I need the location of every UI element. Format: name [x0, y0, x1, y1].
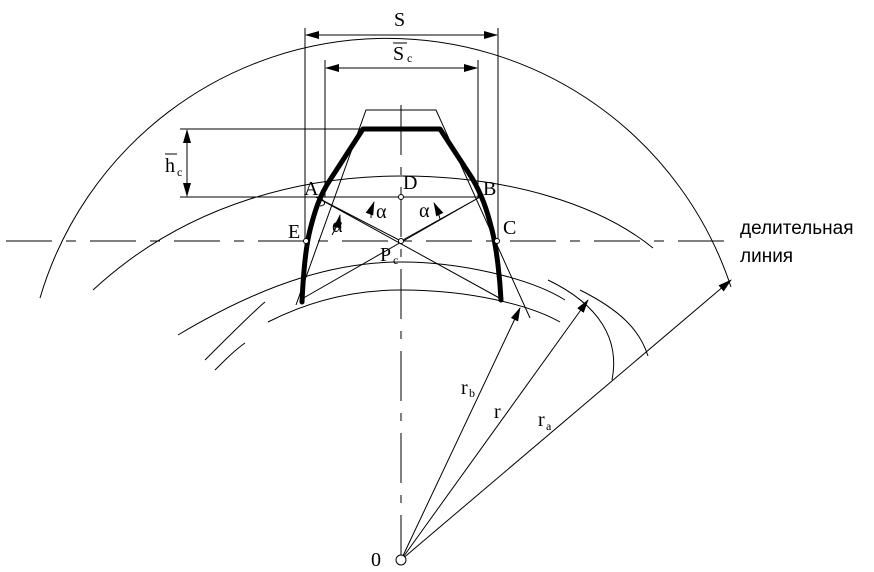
rack-profile-trapezoid — [295, 109, 531, 319]
tooth-profile[interactable] — [299, 126, 504, 305]
root-circle-arc-right — [547, 279, 615, 381]
label-r: r — [494, 401, 501, 423]
point-E — [303, 238, 309, 244]
label-Pc: P c — [380, 244, 398, 267]
label-alpha-3: α — [419, 200, 430, 222]
label-rb-sub: b — [469, 386, 475, 400]
line-B-to-root — [299, 196, 481, 301]
label-rb-main: r — [461, 377, 468, 399]
label-origin: 0 — [371, 549, 381, 571]
label-C: C — [503, 217, 516, 239]
angle-arc-alpha-1 — [331, 214, 342, 236]
angle-arc-alpha-2 — [365, 201, 375, 219]
label-Sc-sub: c — [407, 51, 412, 65]
point-D — [398, 194, 404, 200]
label-pitch-line-1: делительная — [740, 218, 853, 239]
label-B: B — [483, 178, 496, 200]
label-hc: h c — [165, 153, 182, 179]
angle-arc-A — [319, 198, 326, 207]
label-D: D — [403, 172, 417, 194]
radius-ra — [400, 279, 732, 561]
label-S: S — [394, 9, 405, 31]
label-pitch-line-2: линия — [740, 246, 793, 267]
root-circle-arc-left — [204, 301, 266, 361]
base-circle-arc-inner — [177, 261, 566, 336]
label-Pc-main: P — [380, 244, 391, 266]
radius-rb — [400, 307, 521, 561]
label-hc-main: h — [165, 155, 175, 177]
label-ra-main: r — [538, 409, 545, 431]
label-alpha-1: α — [332, 215, 343, 237]
root-circle-arc-left2 — [214, 342, 246, 371]
label-alpha-2: α — [376, 201, 387, 223]
label-ra: r a — [538, 409, 552, 433]
label-rb: r b — [461, 377, 475, 400]
angle-arc-alpha-3 — [433, 202, 444, 220]
label-Sc: S c — [393, 42, 412, 65]
point-Pc — [398, 238, 404, 244]
label-A: A — [304, 178, 319, 200]
pitch-circle-arc — [92, 175, 654, 291]
outer-arc-right — [579, 289, 649, 357]
label-Sc-main: S — [393, 43, 404, 65]
radius-r — [400, 299, 589, 561]
label-ra-sub: a — [546, 419, 552, 433]
label-Pc-sub: c — [393, 253, 398, 267]
line-A-to-root — [315, 196, 504, 301]
label-E: E — [288, 221, 300, 243]
label-hc-sub: c — [177, 165, 182, 179]
point-origin — [395, 554, 407, 566]
point-C — [494, 238, 500, 244]
